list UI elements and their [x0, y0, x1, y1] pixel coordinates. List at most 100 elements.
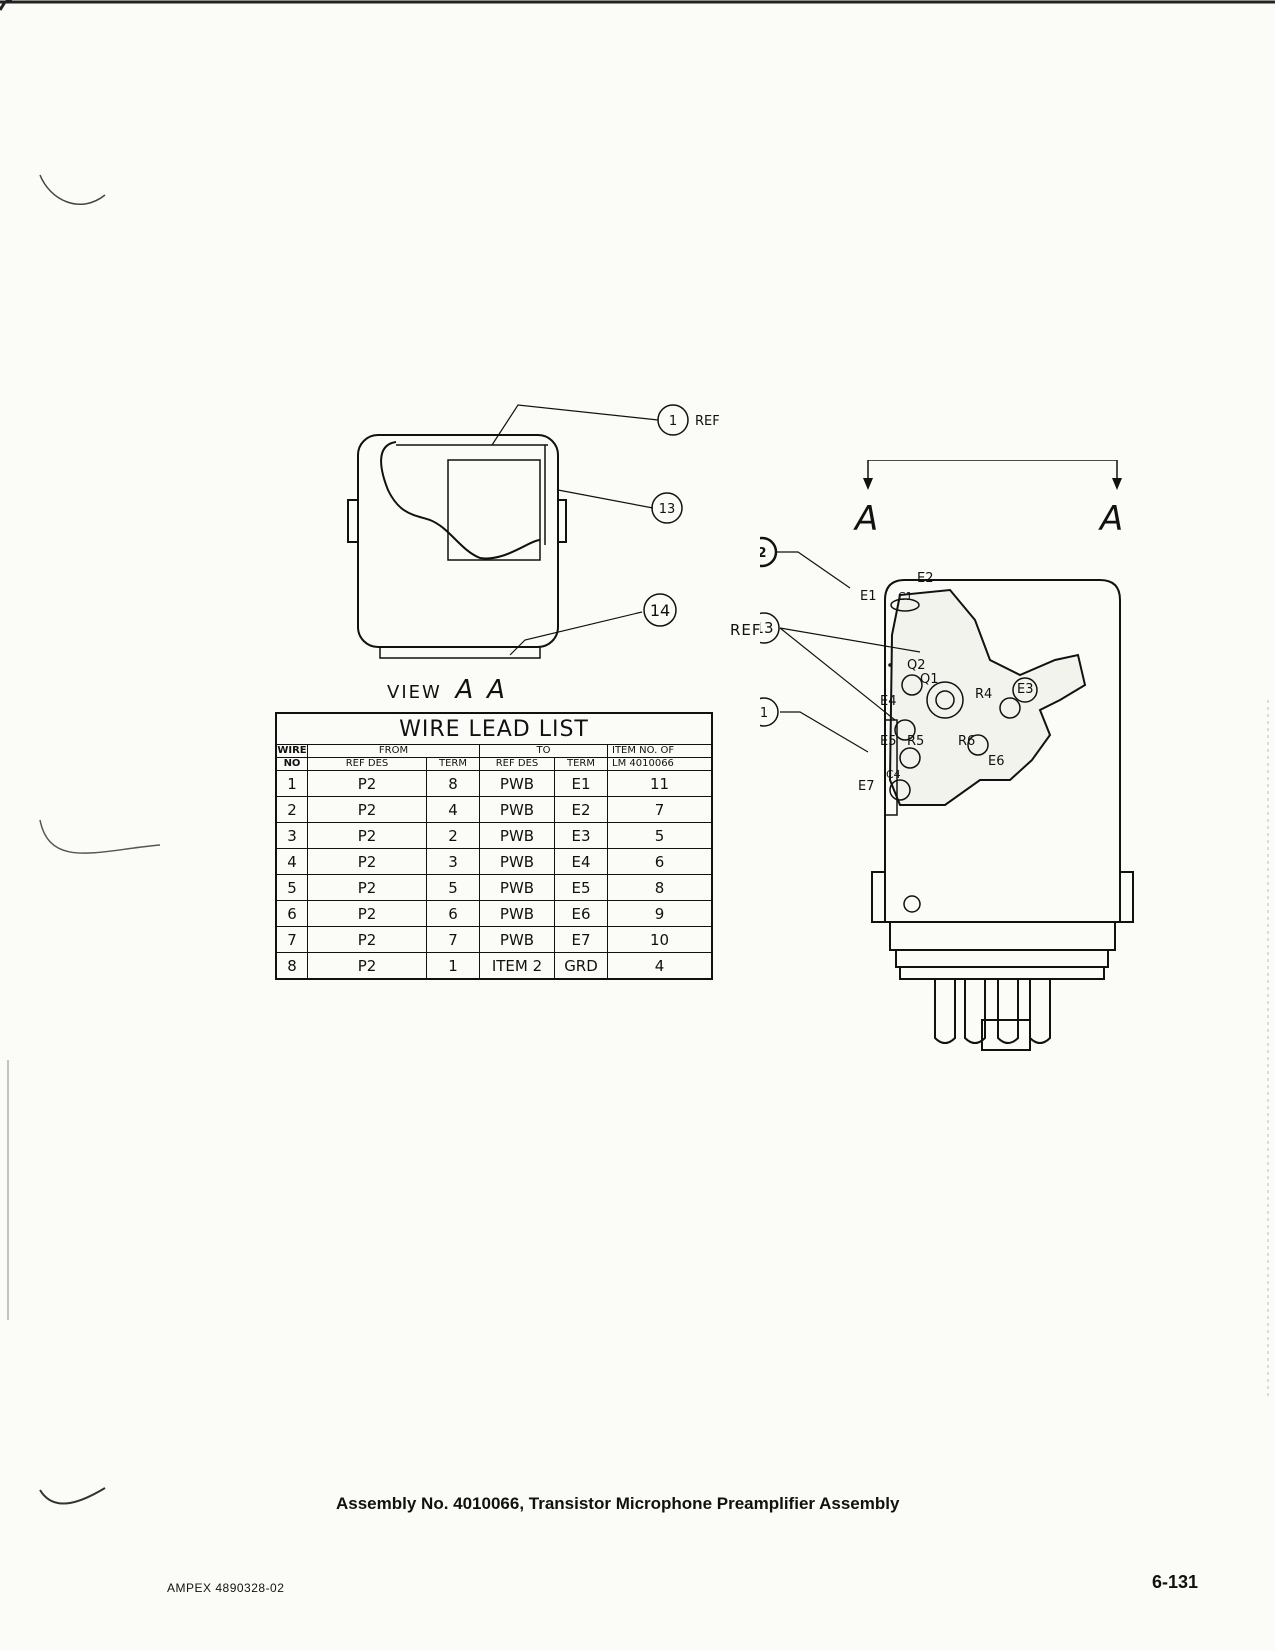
e4-terminal	[894, 719, 916, 741]
base-lower	[899, 966, 1105, 980]
callout-1-right: 1	[760, 706, 768, 721]
table-title: WIRE LEAD LIST	[275, 712, 713, 745]
section-arrow-left	[863, 478, 873, 490]
q2-transistor	[901, 674, 923, 696]
callout-2: 2	[760, 546, 767, 561]
cell-to-ref-des: PWB	[479, 796, 555, 823]
section-marker-left: A	[853, 499, 878, 539]
leader-13a	[779, 627, 921, 653]
cover-tab-left	[347, 499, 359, 543]
inner-board	[447, 459, 541, 561]
label-e3: E3	[1017, 682, 1034, 697]
view-section-a: A	[487, 675, 507, 705]
label-q2: Q2	[907, 658, 926, 673]
label-e2: E2	[917, 571, 934, 586]
pin-2	[964, 979, 986, 1044]
label-c1: C1	[898, 590, 913, 603]
cell-from-ref-des: P2	[307, 822, 427, 849]
header-from: FROM	[307, 744, 480, 758]
cell-item-no: 11	[607, 770, 713, 797]
cell-from-ref-des: P2	[307, 952, 427, 980]
base-flange	[895, 949, 1109, 968]
header-item-no-of: ITEM NO. OF	[607, 744, 713, 758]
callout-1: 1	[669, 414, 677, 429]
header-lm: LM 4010066	[607, 757, 713, 771]
leader-2	[775, 551, 851, 589]
leader-1-right	[780, 711, 869, 753]
cell-from-ref-des: P2	[307, 796, 427, 823]
cell-to-term: E7	[554, 926, 608, 953]
cell-item-no: 5	[607, 822, 713, 849]
header-from-term: TERM	[426, 757, 480, 771]
callout-1-balloon	[657, 404, 689, 436]
q1-transistor	[926, 681, 964, 719]
cell-item-no: 4	[607, 952, 713, 980]
label-e7: E7	[858, 779, 875, 794]
header-no: NO	[275, 757, 308, 771]
cell-wire-no: 6	[275, 900, 308, 927]
cell-from-term: 4	[426, 796, 480, 823]
r6-resistor	[967, 734, 989, 756]
r5-resistor	[899, 747, 921, 769]
housing-outline	[884, 579, 1121, 923]
cell-item-no: 9	[607, 900, 713, 927]
cell-wire-no: 4	[275, 848, 308, 875]
cell-to-term: GRD	[554, 952, 608, 980]
callout-ref-13: 13	[760, 619, 774, 637]
leader-13b	[779, 627, 896, 721]
cell-to-term: E1	[554, 770, 608, 797]
header-to: TO	[479, 744, 608, 758]
cell-to-term: E5	[554, 874, 608, 901]
callout-2-balloon	[760, 536, 778, 568]
cell-from-term: 7	[426, 926, 480, 953]
cell-wire-no: 1	[275, 770, 308, 797]
header-to-ref-des: REF DES	[479, 757, 555, 771]
callout-14-balloon	[643, 593, 677, 627]
cell-to-term: E6	[554, 900, 608, 927]
binding-mark	[39, 819, 161, 854]
cover-drawing: 1 REF 13 14	[347, 404, 720, 659]
cell-item-no: 8	[607, 874, 713, 901]
cell-from-term: 8	[426, 770, 480, 797]
component-labels: E1 E2 C1 Q2 Q1 R4 E3 E4 E5 R5 R6 E6 C4 E…	[858, 571, 1034, 794]
callout-1-right-balloon	[760, 697, 779, 727]
callout-14: 14	[650, 601, 670, 620]
header-wire: WIRE	[275, 744, 308, 758]
pin-4	[1029, 979, 1051, 1044]
binding-mark	[39, 1487, 106, 1505]
cell-to-ref-des: PWB	[479, 874, 555, 901]
cell-to-ref-des: PWB	[479, 900, 555, 927]
callout-13-balloon	[651, 492, 683, 524]
e3-terminal	[1012, 677, 1038, 703]
cell-to-term: E4	[554, 848, 608, 875]
view-word: VIEW	[387, 682, 442, 703]
key-post	[981, 1019, 1031, 1051]
cell-from-ref-des: P2	[307, 874, 427, 901]
pcb-board	[888, 588, 1087, 806]
cell-to-ref-des: PWB	[479, 848, 555, 875]
base-ring	[889, 922, 1116, 951]
label-r5: R5	[907, 734, 924, 749]
screw-hole	[903, 895, 921, 913]
callout-ref-13-balloon	[760, 612, 780, 644]
binding-mark	[39, 174, 106, 205]
cell-to-term: E3	[554, 822, 608, 849]
header-from-ref-des: REF DES	[307, 757, 427, 771]
callout-13: 13	[659, 502, 676, 517]
housing-tab-left	[871, 871, 886, 923]
board-edge	[884, 719, 898, 816]
cell-to-ref-des: PWB	[479, 926, 555, 953]
r4-resistor	[999, 697, 1021, 719]
leader-14	[509, 611, 643, 656]
cell-from-term: 3	[426, 848, 480, 875]
label-e6: E6	[988, 754, 1005, 769]
label-e5: E5	[880, 734, 897, 749]
cover-tab-right	[557, 499, 567, 543]
cutaway-line	[380, 441, 541, 560]
cell-wire-no: 2	[275, 796, 308, 823]
